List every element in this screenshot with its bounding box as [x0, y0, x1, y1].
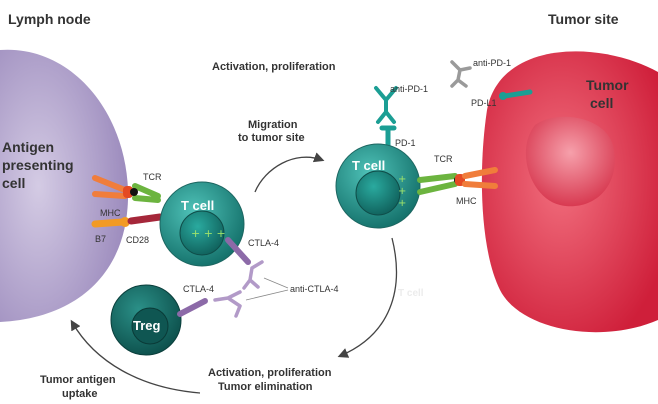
arrow-migration — [254, 152, 325, 193]
b7-ligand — [91, 217, 130, 228]
label-anti-pd1-right: anti-PD-1 — [473, 58, 511, 68]
label-tcr-right: TCR — [434, 154, 453, 164]
tcell-right-plus-3: + — [398, 198, 406, 209]
apc-label-line3: cell — [2, 175, 25, 191]
caption-activation-top: Activation, proliferation — [212, 61, 336, 73]
pdl1-ligand — [499, 89, 533, 100]
header-tumor-site: Tumor site — [548, 11, 619, 27]
tcr-left — [130, 183, 161, 203]
anti-ctla4-antibody-lower — [213, 290, 242, 318]
ctla4-treg — [177, 298, 208, 317]
tumor-label-line1: Tumor — [586, 77, 629, 93]
arrow-uptake — [70, 319, 201, 394]
tcell-left-label: T cell — [181, 198, 214, 213]
anti-pd1-antibody-right — [450, 60, 472, 88]
antigen-presenting-cell — [0, 49, 129, 322]
label-pdl1: PD-L1 — [471, 98, 497, 108]
caption-uptake-line1: Tumor antigen — [40, 374, 116, 386]
caption-uptake-line2: uptake — [62, 388, 97, 400]
apc-label-line1: Antigen — [2, 139, 54, 155]
arrow-elimination — [337, 237, 398, 358]
label-cd28: CD28 — [126, 235, 149, 245]
label-anti-ctla4: anti-CTLA-4 — [290, 284, 339, 294]
header-lymph-node: Lymph node — [8, 11, 91, 27]
label-ctla4-tcell: CTLA-4 — [248, 238, 279, 248]
mhc-right — [455, 167, 498, 189]
caption-activation-bottom-line1: Activation, proliferation — [208, 367, 332, 379]
treg-nucleus — [131, 307, 169, 345]
ctla4-tcell — [225, 237, 251, 265]
label-anti-pd1-left: anti-PD-1 — [390, 84, 428, 94]
anti-pd1-antibody-left — [374, 86, 398, 124]
caption-migration-line1: Migration — [248, 119, 298, 131]
cd28-receptor — [127, 213, 164, 225]
tcell-left-plus-signs: + + + — [191, 227, 226, 240]
label-b7: B7 — [95, 234, 106, 244]
tumor-nucleus — [525, 116, 615, 207]
tcell-right-plus-2: + — [398, 186, 406, 197]
anti-ctla4-antibody-upper — [242, 260, 264, 290]
mhc-left — [92, 175, 133, 199]
caption-migration-line2: to tumor site — [238, 132, 305, 144]
label-ctla4-treg: CTLA-4 — [183, 284, 214, 294]
ghost-tcell-label: T cell — [398, 288, 424, 299]
tcell-right-nucleus — [355, 170, 401, 216]
apc-label-line2: presenting — [2, 157, 74, 173]
label-tcr-left: TCR — [143, 172, 162, 182]
tcell-right-label: T cell — [352, 158, 385, 173]
treg-label: Treg — [133, 318, 161, 333]
tcell-right-plus-1: + — [398, 174, 406, 185]
caption-activation-bottom-line2: Tumor elimination — [218, 381, 313, 393]
tumor-label-line2: cell — [590, 95, 613, 111]
tcell-left-nucleus — [179, 210, 225, 256]
label-pd1: PD-1 — [395, 138, 416, 148]
label-mhc-right: MHC — [456, 196, 477, 206]
anti-ctla4-leader — [245, 277, 289, 301]
label-mhc-left: MHC — [100, 208, 121, 218]
